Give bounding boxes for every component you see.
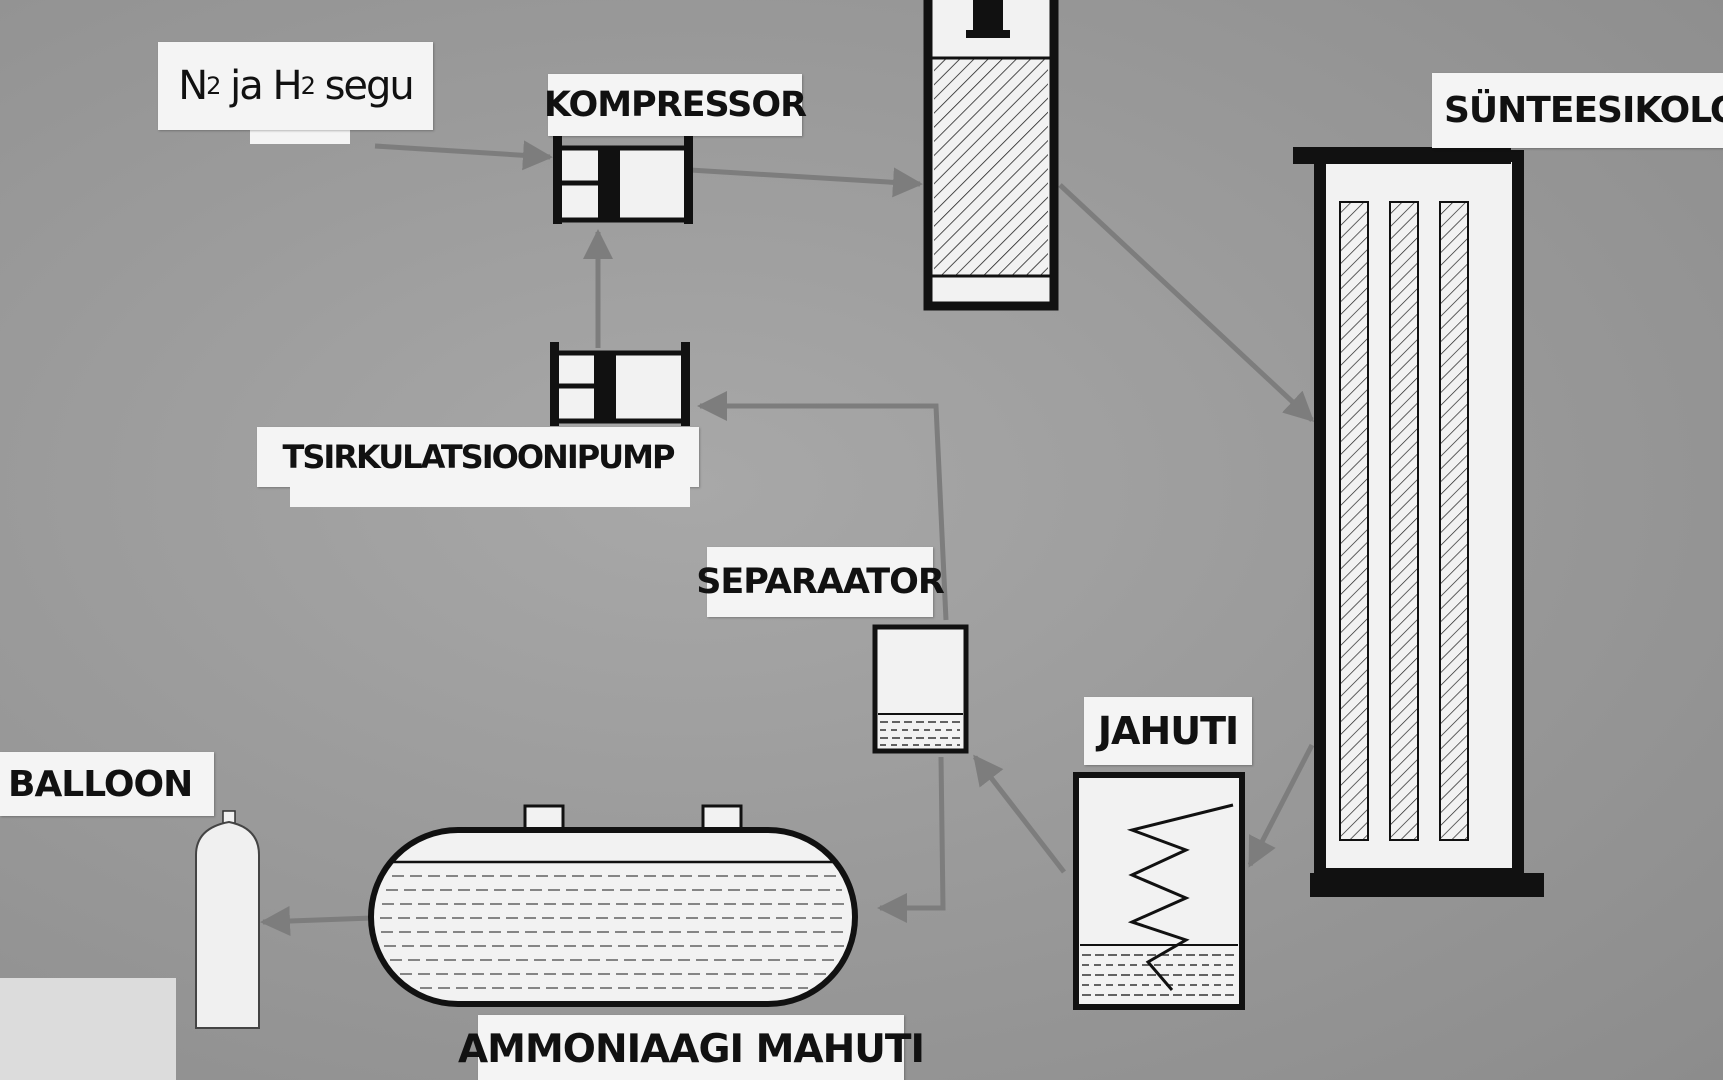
circulation-pump-label: TSIRKULATSIOONIPUMP [257,427,699,487]
arrow-column-to-cooler [1247,743,1315,868]
faded-corner-note [0,978,176,1080]
arrow-tank-to-balloon [260,906,373,936]
synthesis-column-unit [1293,147,1544,897]
arrow-cooler-to-separator [973,754,1066,874]
gas-cylinder [195,810,260,1029]
synthesis-column-label: SÜNTEESIKOLONN [1432,73,1723,148]
arrow-separator-to-tank [877,756,946,923]
circulation-pump-label-tab [290,485,690,507]
gas-mix-h: H [272,63,303,109]
gas-mix-h-subscript: 2 [300,72,316,100]
compressor-unit [553,136,693,224]
circulation-pump-unit [550,342,690,426]
filter-vessel [923,0,1059,311]
gas-mix-ja: ja [219,63,273,109]
gas-mix-segu: segu [313,63,415,109]
ammonia-tank-unit [368,804,858,1007]
gas-mix-n: N [178,63,208,109]
separator-unit [872,624,969,754]
cooling-coil [1126,803,1234,991]
compressor-label: KOMPRESSOR [544,74,807,136]
balloon-label: BALLOON [0,752,214,816]
separator-label: SEPARAATOR [696,547,945,617]
arrow-filter-to-column [1058,183,1315,423]
cooler-unit [1073,772,1245,1010]
arrow-separator-to-pump [697,391,949,621]
ammonia-tank-label: AMMONIAAGI MAHUTI [458,1015,925,1080]
arrow-gas-to-compressor [374,140,553,171]
gas-mix-label-tab [250,128,350,144]
arrow-compressor-to-filter [689,167,923,198]
flow-arrows [260,140,1315,936]
cooler-label: JAHUTI [1084,697,1252,765]
gas-mix-n-subscript: 2 [206,72,221,100]
